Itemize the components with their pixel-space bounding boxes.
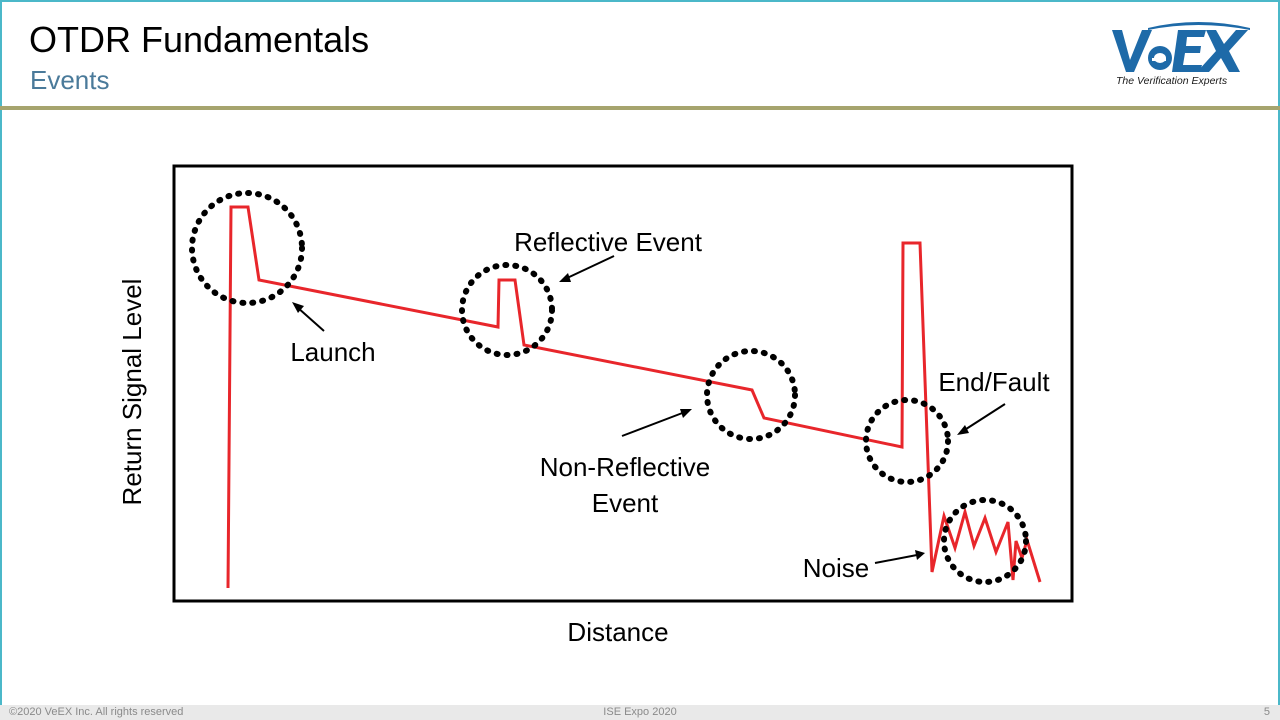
footer-page-number: 5 <box>1263 706 1270 718</box>
reflective-event-circle <box>459 262 555 358</box>
noise-label: Noise <box>803 553 869 583</box>
end-fault-label: End/Fault <box>938 367 1050 397</box>
slide-frame-right <box>1278 0 1280 720</box>
slide-subtitle: Events <box>30 65 110 95</box>
non-reflective-event-arrow <box>621 409 692 437</box>
header-divider <box>0 106 1280 110</box>
non-reflective-event-circle <box>704 348 798 442</box>
end-fault-event-circle <box>863 397 951 485</box>
noise-region-circle <box>941 497 1029 585</box>
launch-arrow <box>292 302 325 332</box>
slide-title: OTDR Fundamentals <box>29 19 370 60</box>
veex-logo-mark <box>1112 22 1250 72</box>
non-reflective-event-label-line1: Non-Reflective <box>540 452 711 482</box>
trace-display-frame <box>172 164 1074 603</box>
x-axis-label: Distance <box>567 617 668 647</box>
launch-label: Launch <box>290 337 375 367</box>
y-axis-label: Return Signal Level <box>117 279 147 506</box>
launch-event-circle <box>189 190 305 306</box>
reflective-event-label: Reflective Event <box>514 227 703 257</box>
veex-logo: The Verification Experts <box>1112 22 1250 87</box>
slide-frame-left <box>0 0 2 720</box>
noise-arrow <box>874 550 925 564</box>
non-reflective-event-label-line2: Event <box>592 488 659 518</box>
slide-footer: ©2020 VeEX Inc. All rights reserved ISE … <box>0 705 1280 720</box>
footer-copyright: ©2020 VeEX Inc. All rights reserved <box>9 706 184 718</box>
end-fault-arrow <box>957 403 1006 435</box>
reflective-event-arrow <box>559 255 615 282</box>
footer-event-name: ISE Expo 2020 <box>603 706 677 718</box>
slide-frame-top <box>0 0 1280 2</box>
veex-logo-tagline: The Verification Experts <box>1116 75 1228 87</box>
